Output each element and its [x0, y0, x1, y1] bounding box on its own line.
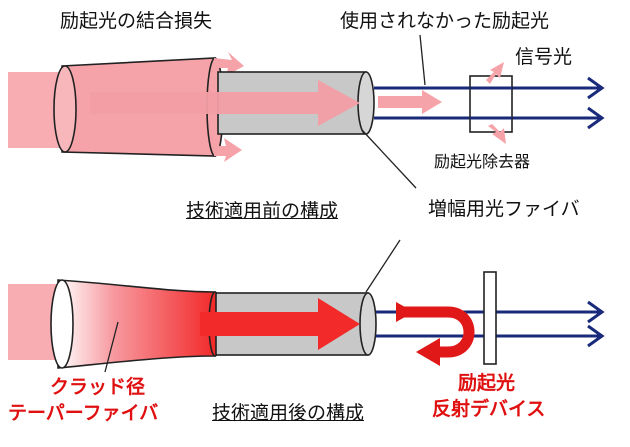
top-configuration	[8, 34, 605, 189]
label-tapered-line1: クラッド径	[50, 376, 146, 398]
label-unused-pump: 使用されなかった励起光	[340, 10, 550, 32]
top-input-fiber-end	[53, 65, 77, 153]
bottom-pump-arrow	[200, 298, 360, 350]
reflector-incoming-head	[396, 302, 414, 322]
top-pump-arrow	[90, 80, 360, 126]
label-before-title: 技術適用前の構成	[186, 200, 339, 222]
leader-unused-pump	[419, 34, 426, 86]
reflector-plate	[483, 271, 497, 365]
bottom-signal-arrowhead-1	[587, 300, 605, 324]
top-amp-fiber-end	[357, 71, 375, 135]
label-signal-light: 信号光	[515, 46, 573, 68]
label-after-title: 技術適用後の構成	[212, 402, 365, 424]
top-unused-pump-arrow	[378, 90, 442, 114]
label-tapered-line2: テーパーファイバ	[8, 402, 159, 424]
label-amplifier-fiber: 増幅用光ファイバ	[428, 198, 580, 220]
bottom-configuration	[8, 239, 605, 373]
remover-escape-arrow-down	[488, 124, 506, 144]
top-signal-arrowhead-1	[587, 76, 605, 100]
top-signal-arrowhead-2	[587, 106, 605, 130]
label-reflector-line2: 反射デバイス	[432, 398, 546, 420]
tapered-fiber	[57, 279, 216, 369]
label-pump-remover: 励起光除去器	[434, 152, 531, 171]
reflector-u-turn-arrowhead	[416, 338, 440, 366]
leader-tapered-fiber	[104, 321, 119, 373]
leader-amp-fiber-top	[361, 129, 417, 189]
pump-remover-box	[469, 75, 513, 133]
top-loss-arrow-upper	[214, 52, 244, 76]
bottom-signal-arrowhead-2	[587, 324, 605, 348]
tapered-fiber-end	[50, 279, 74, 369]
leader-amp-fiber-bottom	[365, 239, 401, 293]
remover-escape-arrow-up	[486, 62, 504, 84]
label-pump-coupling-loss: 励起光の結合損失	[60, 10, 213, 32]
reflector-u-turn-arrow	[404, 306, 475, 358]
bottom-amp-fiber-end	[359, 292, 377, 356]
label-reflector-line1: 励起光	[458, 372, 516, 394]
top-loss-arrow-lower	[214, 138, 242, 162]
